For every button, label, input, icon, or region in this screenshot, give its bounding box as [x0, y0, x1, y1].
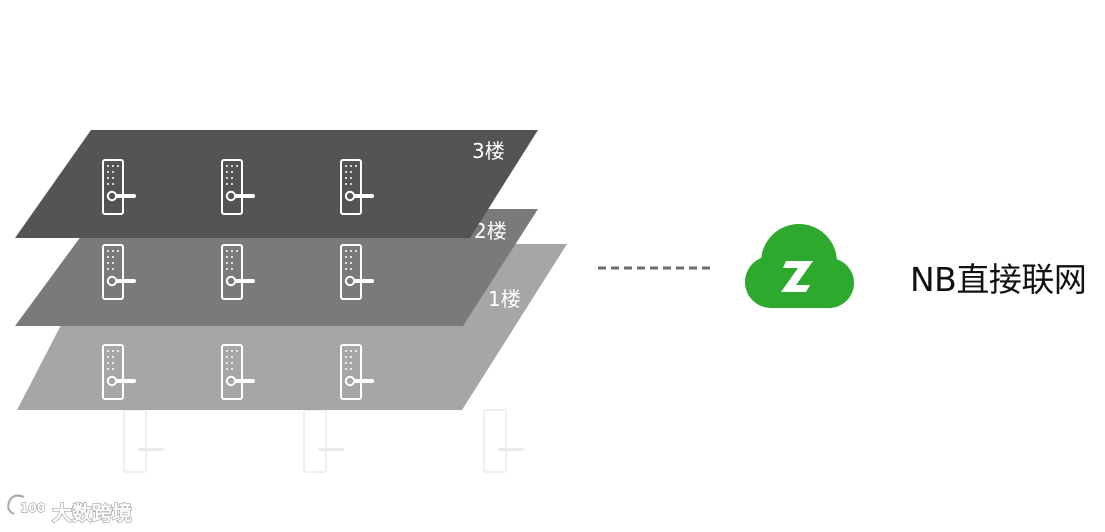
watermark-text: 大数跨境: [52, 501, 132, 525]
floor-2-plane: [15, 209, 538, 326]
floor-1-label: 1楼: [488, 287, 521, 311]
lock-reflection: [123, 409, 524, 473]
watermark-logo-icon: 100: [7, 494, 46, 516]
floor-3-label: 3楼: [472, 139, 505, 163]
watermark: 100 大数跨境: [7, 494, 133, 526]
floor-3-plane: [15, 130, 538, 238]
floor-2: 2楼: [15, 209, 538, 326]
floor-3: 3楼: [15, 130, 538, 238]
svg-text:100: 100: [20, 501, 45, 515]
nb-connectivity-label: NB直接联网: [910, 260, 1087, 299]
floor-2-label: 2楼: [474, 219, 507, 243]
cloud-z-logo-icon: [745, 224, 854, 308]
